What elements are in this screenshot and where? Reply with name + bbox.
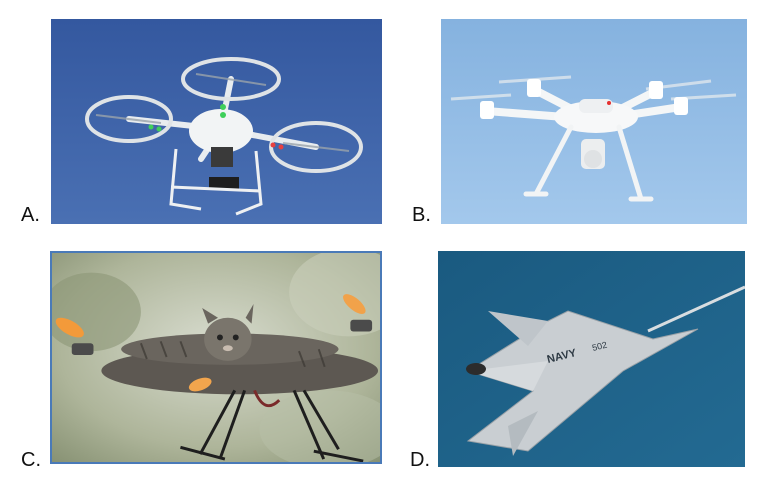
option-label-d: D.: [410, 449, 430, 471]
option-label-b: B.: [412, 204, 431, 226]
option-label-c: C.: [21, 449, 41, 471]
photo-b-quadcopter: [441, 19, 747, 224]
photo-d-stealth-drone: NAVY 502: [438, 251, 745, 467]
photo-c-cat-drone: [50, 251, 382, 464]
option-label-a: A.: [21, 204, 40, 226]
photo-a-quadcopter: [51, 19, 382, 224]
tail-number-marking: 502: [591, 340, 608, 353]
